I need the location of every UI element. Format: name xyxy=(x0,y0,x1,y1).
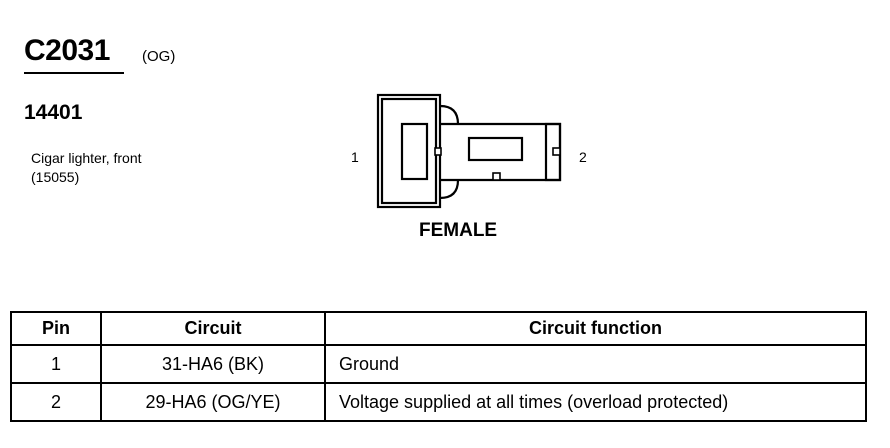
pin-2-cavity xyxy=(467,136,524,162)
description-line-1: Cigar lighter, front xyxy=(31,150,142,166)
table-row: 2 29-HA6 (OG/YE) Voltage supplied at all… xyxy=(10,382,867,422)
connector-face-diagram xyxy=(376,93,562,209)
pin-1-label: 1 xyxy=(351,149,359,165)
pin-2-label: 2 xyxy=(579,149,587,165)
cell-circuit-function: Voltage supplied at all times (overload … xyxy=(324,382,867,422)
cell-circuit-function: Ground xyxy=(324,344,867,384)
header-circuit: Circuit xyxy=(100,311,326,346)
connector-gender-label: FEMALE xyxy=(419,220,498,241)
cell-circuit: 31-HA6 (BK) xyxy=(100,344,326,384)
table-row: 1 31-HA6 (BK) Ground xyxy=(10,344,867,384)
connector-id-underline xyxy=(24,72,124,74)
housing-outer xyxy=(376,93,442,209)
header-circuit-function: Circuit function xyxy=(324,311,867,346)
terminal-key-bottom xyxy=(492,172,501,181)
part-number: 14401 xyxy=(24,101,83,124)
cell-pin: 2 xyxy=(10,382,102,422)
table-header-row: Pin Circuit Circuit function xyxy=(10,311,867,346)
connector-color-code: (OG) xyxy=(142,48,176,65)
description-line-2: (15055) xyxy=(31,169,80,185)
connector-id: C2031 xyxy=(24,34,110,67)
upper-latch-arc xyxy=(439,104,460,125)
lower-latch-arc xyxy=(439,179,460,200)
header-pin: Pin xyxy=(10,311,102,346)
connector-description: Cigar lighter, front (15055) xyxy=(31,149,142,187)
cell-pin: 1 xyxy=(10,344,102,384)
pin-1-cavity xyxy=(400,122,429,181)
plug-body xyxy=(440,122,562,182)
pin-table: Pin Circuit Circuit function 1 31-HA6 (B… xyxy=(10,311,867,422)
cell-circuit: 29-HA6 (OG/YE) xyxy=(100,382,326,422)
flange-notch xyxy=(552,147,561,156)
terminal-key-left xyxy=(434,147,442,156)
